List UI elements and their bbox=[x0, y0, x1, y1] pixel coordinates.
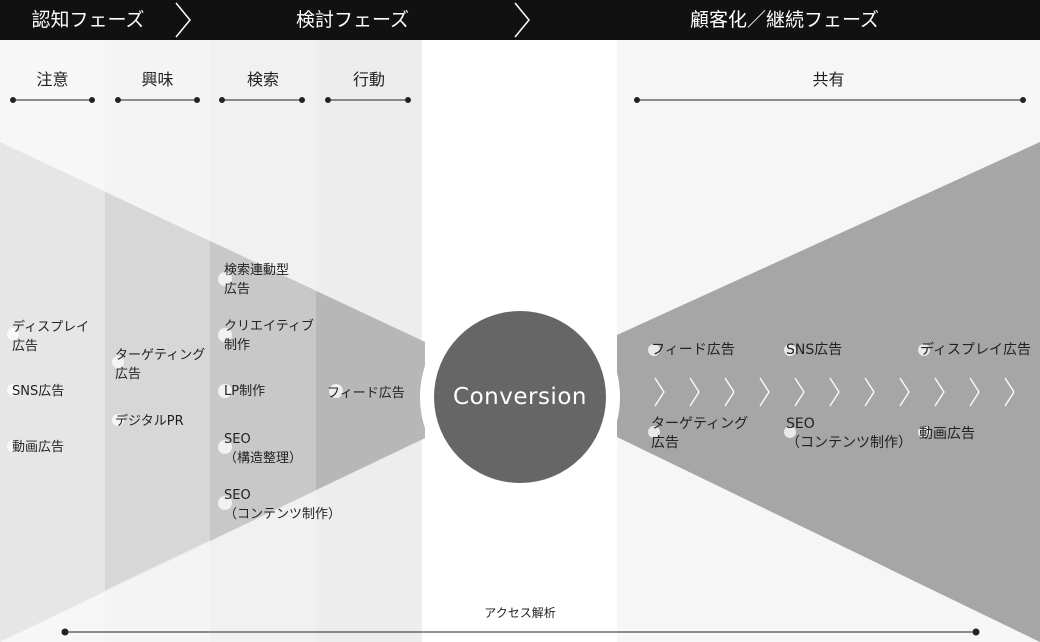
interest-item-digital-pr: デジタルPR bbox=[115, 414, 184, 429]
phase-chevron-1 bbox=[175, 2, 191, 38]
attention-item-sns-ad: SNS広告 bbox=[12, 384, 65, 399]
share-item-sns-ad: SNS広告 bbox=[786, 342, 843, 358]
search-item-seo-content: SEO（コンテンツ制作） bbox=[224, 488, 342, 522]
stage-interest: 興味 bbox=[141, 70, 174, 89]
phase-awareness: 認知フェーズ bbox=[31, 9, 145, 31]
search-item-search-ad: 検索連動型広告 bbox=[224, 263, 290, 297]
attention-item-display-ad: ディスプレイ広告 bbox=[12, 320, 90, 354]
share-item-targeting-ad: ターゲティング広告 bbox=[651, 416, 749, 451]
item-bullets bbox=[7, 272, 930, 510]
phase-retention: 顧客化／継続フェーズ bbox=[689, 9, 880, 31]
phase-header-bar bbox=[0, 0, 1040, 40]
funnel-share bbox=[617, 142, 1040, 642]
stage-range-lines bbox=[10, 97, 1026, 103]
share-item-seo-content: SEO（コンテンツ制作） bbox=[786, 416, 912, 451]
flow-chevrons bbox=[654, 377, 1015, 407]
stage-action: 行動 bbox=[352, 70, 385, 89]
share-item-display-ad: ディスプレイ広告 bbox=[920, 342, 1032, 358]
action-item-feed-ad: フィード広告 bbox=[327, 386, 405, 401]
funnel-action bbox=[316, 291, 425, 490]
search-item-lp: LP制作 bbox=[224, 384, 266, 399]
phase-consideration: 検討フェーズ bbox=[295, 9, 410, 31]
stage-attention: 注意 bbox=[36, 70, 69, 89]
share-item-feed-ad: フィード広告 bbox=[651, 342, 735, 358]
conversion-circle bbox=[434, 311, 606, 483]
footer-access-analytics: アクセス解析 bbox=[484, 606, 556, 620]
search-item-creative: クリエイティブ制作 bbox=[224, 319, 314, 353]
search-item-seo-structure: SEO（構造整理） bbox=[224, 432, 303, 466]
attention-item-video-ad: 動画広告 bbox=[12, 440, 65, 455]
stage-share: 共有 bbox=[812, 70, 845, 89]
conversion-label: Conversion bbox=[453, 384, 587, 410]
stage-search: 検索 bbox=[246, 70, 279, 89]
share-item-video-ad: 動画広告 bbox=[919, 426, 975, 442]
interest-item-targeting-ad: ターゲティング広告 bbox=[115, 348, 206, 382]
footer-range-line bbox=[61, 628, 980, 636]
phase-chevron-2 bbox=[514, 2, 530, 38]
